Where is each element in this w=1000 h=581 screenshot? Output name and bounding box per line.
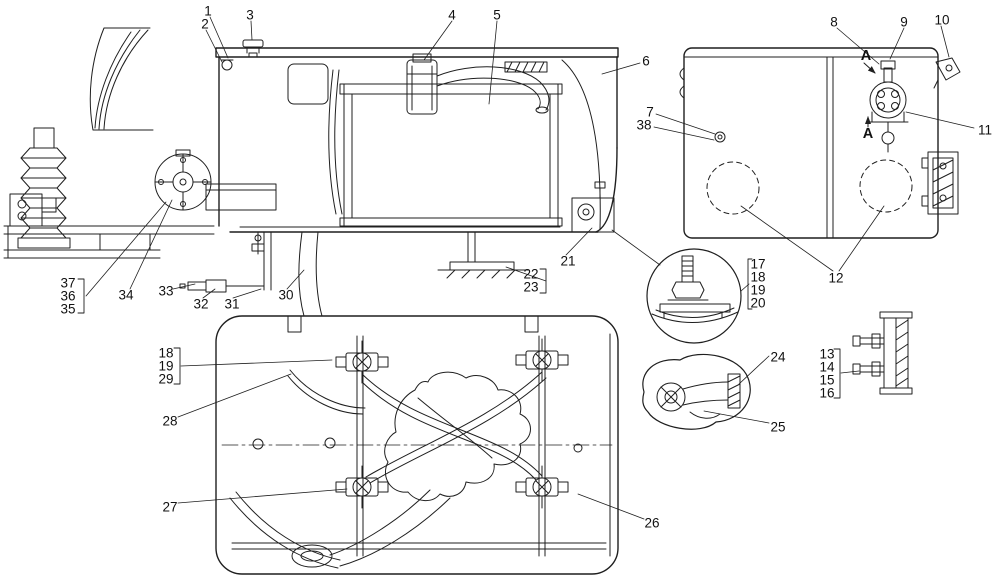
tank-side-view: [154, 39, 619, 317]
vehicle-front-parts: [3, 27, 215, 259]
fastener-detail-circle: [646, 248, 742, 344]
tank-plan-view: [215, 315, 619, 575]
callout-brackets: [77, 258, 841, 399]
tank-rear-view: [679, 47, 961, 239]
bracket-detail: [852, 311, 913, 395]
clamp-detail-bubble: [642, 353, 751, 430]
